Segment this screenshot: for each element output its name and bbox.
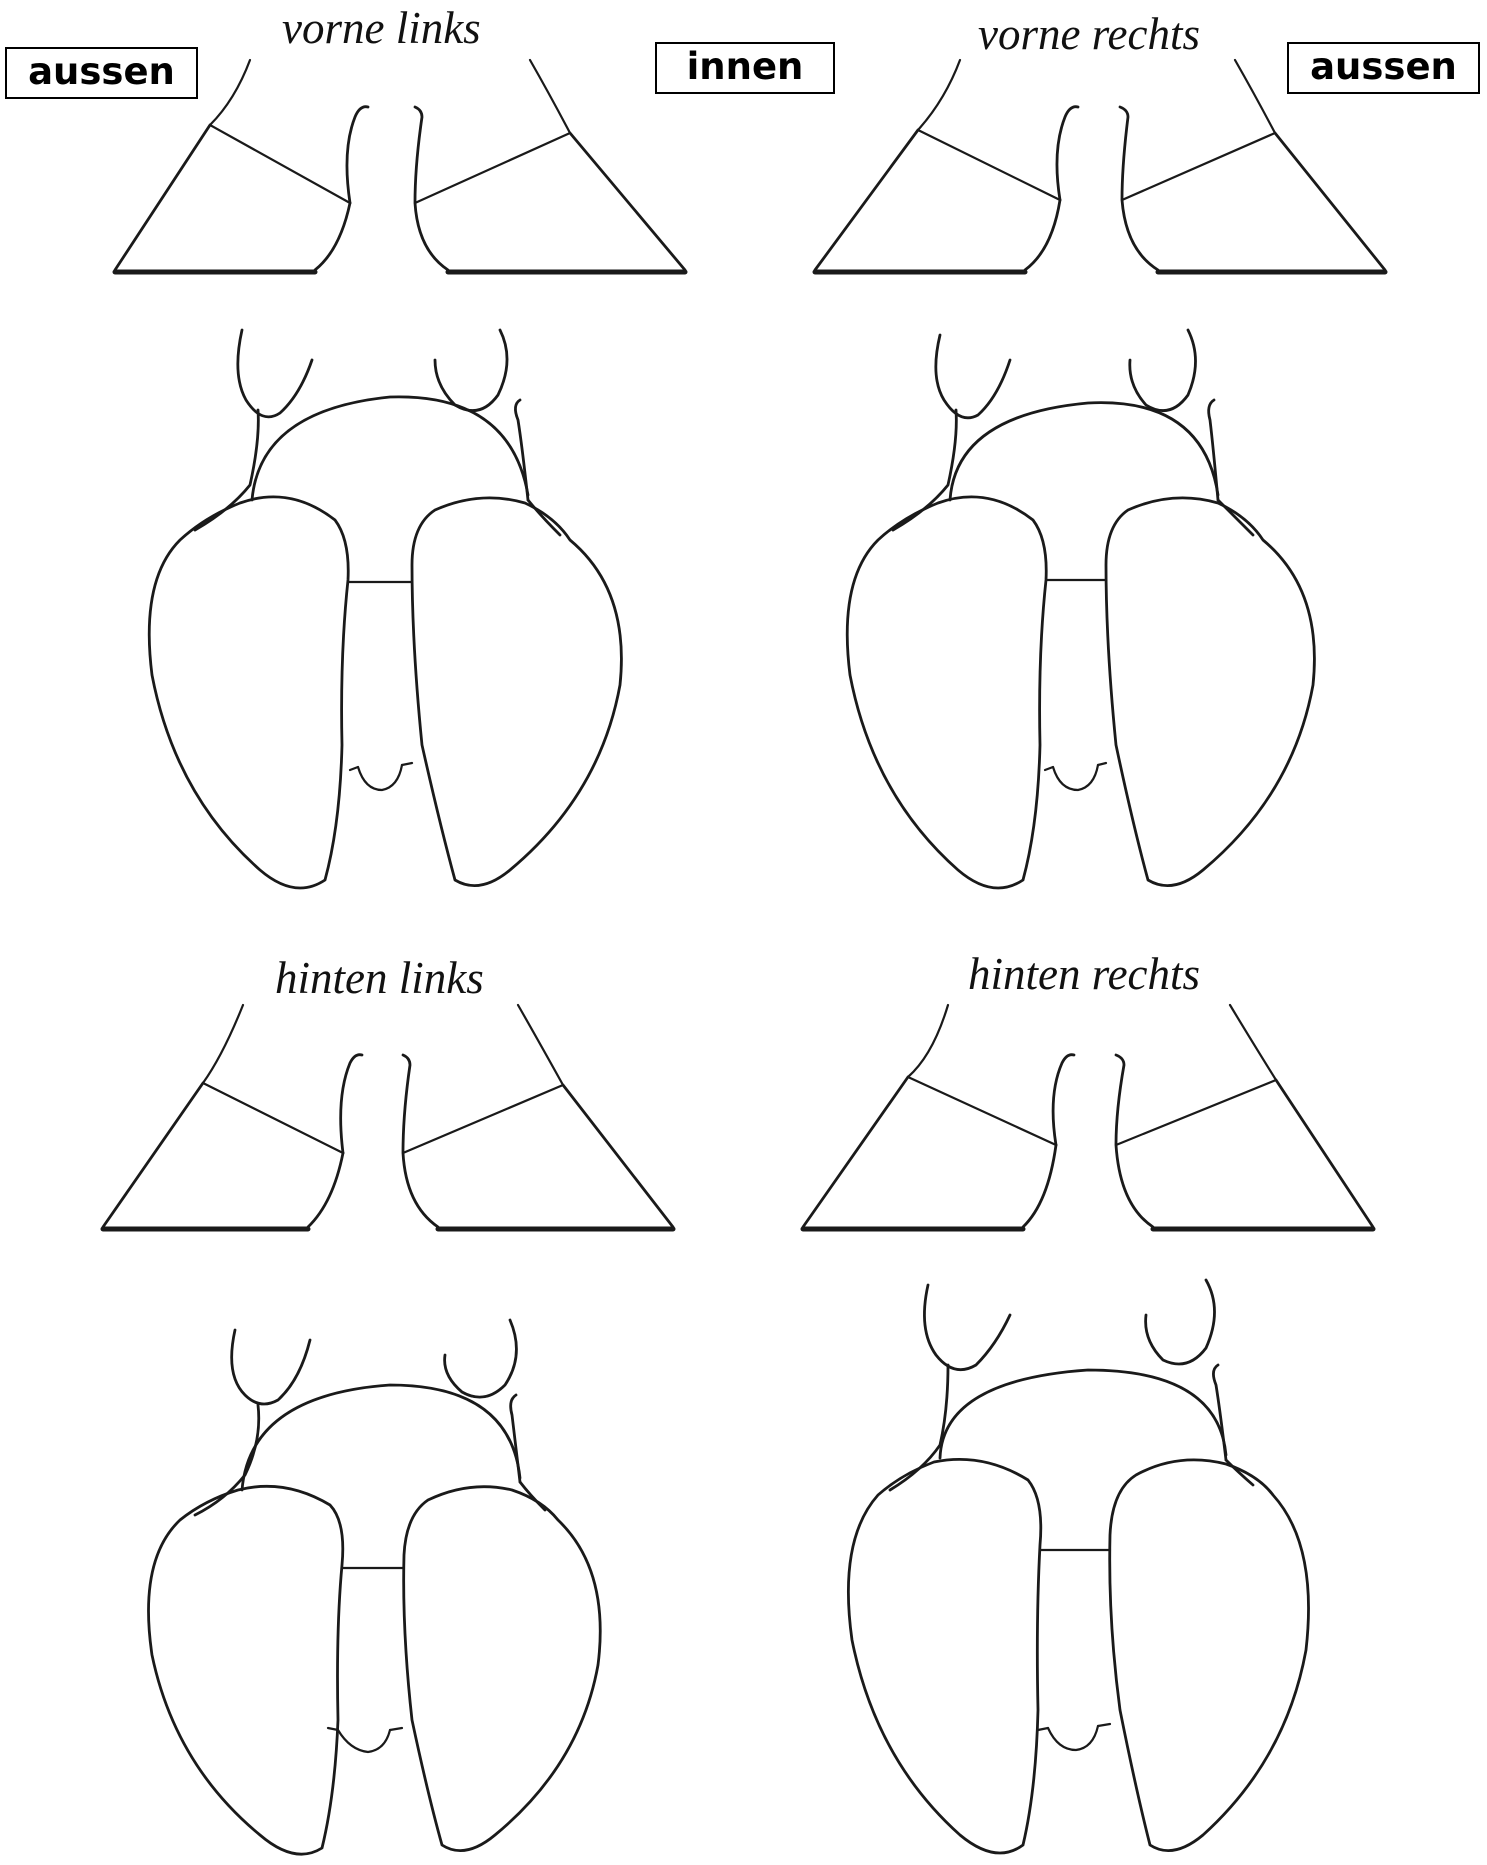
panel-title-hind-left: hinten links [275, 952, 484, 1004]
hoof-sole-view-front-right [848, 325, 1338, 895]
hoof-sole-view-front-left [150, 325, 640, 895]
hoof-sole-view-hind-right [848, 1280, 1338, 1865]
hoof-side-view-front-left [110, 55, 690, 285]
panel-title-hind-right: hinten rechts [968, 948, 1200, 1000]
hoof-side-view-hind-left [98, 1005, 678, 1235]
panel-title-front-left: vorne links [282, 2, 481, 54]
panel-title-front-right: vorne rechts [978, 8, 1200, 60]
hoof-side-view-hind-right [798, 1005, 1378, 1235]
hoof-side-view-front-right [810, 55, 1390, 285]
hoof-sole-view-hind-left [150, 1300, 640, 1865]
